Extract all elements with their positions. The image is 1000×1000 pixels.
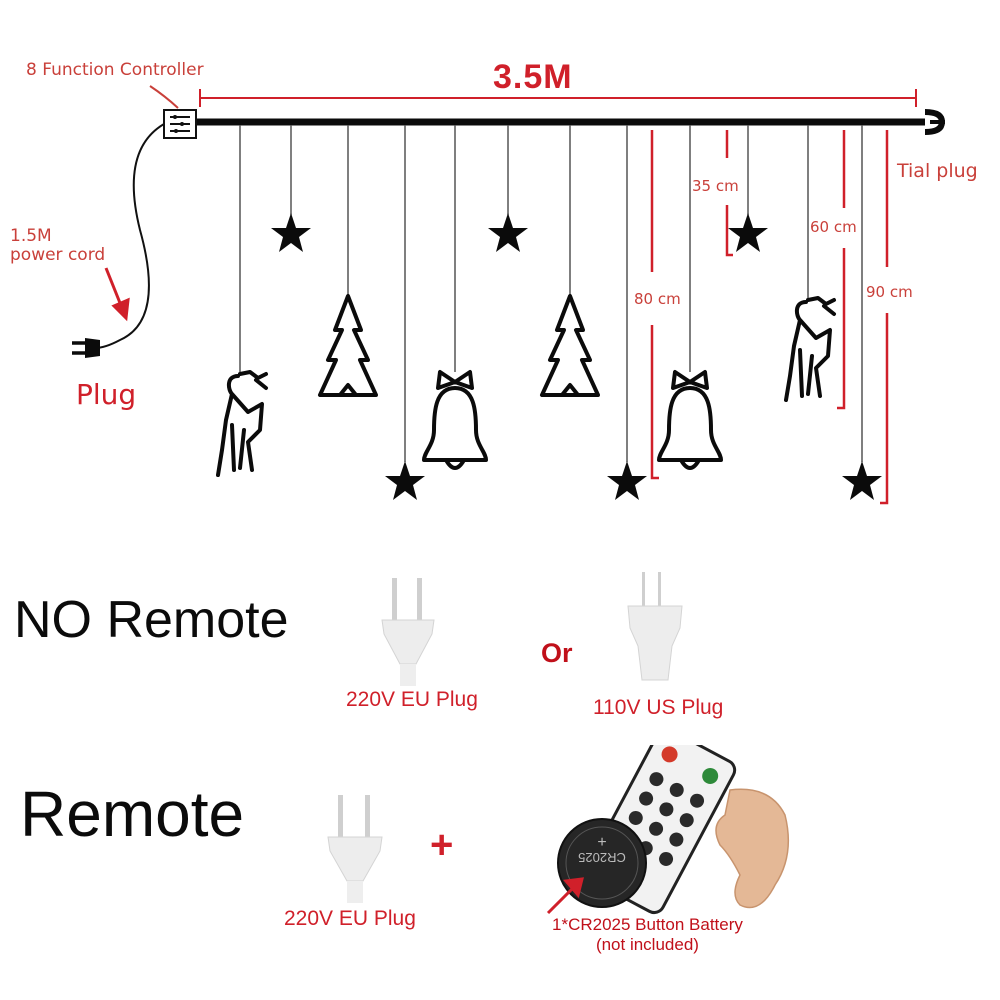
no-remote-option: NO Remote 220V EU Plug Or 110V US Plug — [0, 560, 1000, 740]
star-icon — [385, 461, 425, 500]
battery-icon: CR2025 + — [557, 818, 647, 908]
tail-plug-icon — [924, 109, 946, 135]
us-plug-icon — [627, 572, 683, 681]
star-icon — [488, 213, 528, 252]
bell-icon — [422, 370, 488, 470]
power-cord-label: 1.5M power cord — [10, 226, 106, 265]
dimension-60cm: 60 cm — [810, 218, 857, 236]
svg-text:+: + — [597, 834, 606, 851]
eu-plug-label: 220V EU Plug — [346, 688, 478, 711]
remote-option: Remote 220V EU Plug + CR2025 + — [0, 745, 1000, 1000]
tree-icon — [318, 294, 378, 397]
tail-plug-label: Tial plug — [897, 160, 978, 182]
controller-label: 8 Function Controller — [26, 60, 204, 80]
eu-plug-icon — [327, 795, 383, 903]
star-icon — [728, 213, 768, 252]
total-length-label: 3.5M — [493, 58, 573, 96]
power-cord-arrow — [104, 267, 130, 322]
star-icon — [271, 213, 311, 252]
plus-sign: + — [430, 823, 454, 867]
battery-arrow — [546, 877, 584, 915]
eu-plug-label: 220V EU Plug — [284, 907, 416, 930]
diagram-graphics — [72, 85, 946, 505]
light-curtain-diagram: 8 Function Controller 3.5M 1.5M power co… — [10, 58, 978, 505]
us-plug-label: 110V US Plug — [593, 696, 724, 719]
controller-icon — [163, 109, 197, 139]
svg-text:CR2025: CR2025 — [578, 850, 626, 865]
dimension-80cm: 80 cm — [634, 290, 681, 308]
plug-label: Plug — [76, 378, 137, 411]
dimension-90cm: 90 cm — [866, 283, 913, 301]
or-label: Or — [541, 638, 573, 668]
dimension-35cm: 35 cm — [692, 177, 739, 195]
length-dimension-line — [199, 89, 917, 107]
reindeer-icon — [784, 296, 836, 402]
no-remote-title: NO Remote — [14, 591, 289, 649]
remote-title: Remote — [20, 778, 245, 850]
hand-icon — [715, 788, 790, 909]
remote-control-illustration: CR2025 + — [546, 745, 790, 915]
battery-label: 1*CR2025 Button Battery (not included) — [552, 915, 743, 954]
power-plug-icon — [72, 338, 100, 358]
tree-icon — [540, 294, 600, 397]
star-icon — [607, 461, 647, 500]
bell-icon — [657, 370, 723, 470]
reindeer-icon — [216, 370, 268, 477]
eu-plug-icon — [381, 578, 435, 686]
star-icon — [842, 461, 882, 500]
